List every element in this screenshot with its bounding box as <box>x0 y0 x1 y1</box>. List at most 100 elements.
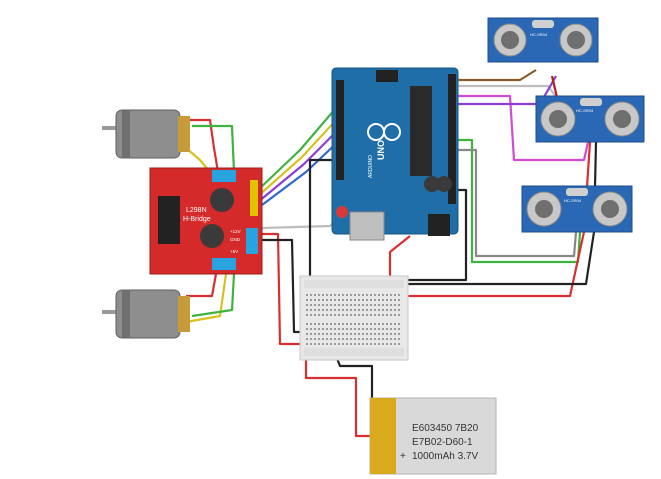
breadboard-hole <box>314 299 316 301</box>
microcontroller <box>410 86 432 176</box>
breadboard-hole <box>390 333 392 335</box>
breadboard-hole <box>358 314 360 316</box>
breadboard-hole <box>370 323 372 325</box>
breadboard-hole <box>318 343 320 345</box>
wire-motor2-red <box>186 273 218 298</box>
h-bridge-pins <box>250 180 258 216</box>
breadboard-hole <box>330 304 332 306</box>
breadboard-hole <box>362 328 364 330</box>
breadboard-hole <box>378 314 380 316</box>
sensor-1-transducer-right-inner <box>567 31 585 49</box>
breadboard-hole <box>386 333 388 335</box>
breadboard-hole <box>398 314 400 316</box>
breadboard-hole <box>318 333 320 335</box>
breadboard-hole <box>326 309 328 311</box>
breadboard-hole <box>398 343 400 345</box>
breadboard-hole <box>346 343 348 345</box>
breadboard-hole <box>334 328 336 330</box>
sensor-3-crystal <box>566 188 588 196</box>
breadboard-hole <box>390 343 392 345</box>
breadboard-hole <box>386 328 388 330</box>
motor-bottom-shaft <box>102 310 120 314</box>
breadboard-hole <box>314 338 316 340</box>
breadboard-hole <box>362 294 364 296</box>
breadboard-hole <box>374 299 376 301</box>
breadboard-hole <box>386 323 388 325</box>
breadboard-hole <box>394 323 396 325</box>
battery-line-3: 1000mAh 3.7V <box>412 451 478 462</box>
arduino-logo: UNO ARDUINO <box>367 123 401 178</box>
header-right <box>448 74 456 204</box>
sensor-2-transducer-right-inner <box>613 110 631 128</box>
wire-motor1-red <box>186 118 220 173</box>
sensor-2-crystal <box>580 98 602 106</box>
breadboard-hole <box>398 333 400 335</box>
breadboard-hole <box>366 343 368 345</box>
breadboard-hole <box>398 294 400 296</box>
motor-bottom-band <box>122 290 130 338</box>
breadboard-rail-bottom <box>304 348 404 356</box>
breadboard-hole <box>314 323 316 325</box>
breadboard-hole <box>390 328 392 330</box>
breadboard-hole <box>358 333 360 335</box>
icsp-header <box>376 70 398 82</box>
breadboard-hole <box>334 294 336 296</box>
arduino-uno: UNO ARDUINO <box>331 67 459 241</box>
breadboard-hole <box>314 294 316 296</box>
breadboard-hole <box>306 328 308 330</box>
breadboard-hole <box>330 333 332 335</box>
breadboard-hole <box>354 294 356 296</box>
breadboard-hole <box>346 333 348 335</box>
breadboard-hole <box>322 333 324 335</box>
motor-top-band <box>122 110 130 158</box>
breadboard-hole <box>326 338 328 340</box>
breadboard-hole <box>306 309 308 311</box>
breadboard-hole <box>306 323 308 325</box>
breadboard-hole <box>358 309 360 311</box>
pin-12v-label: +12V <box>230 229 241 234</box>
wire-sensor-brown <box>458 69 537 82</box>
breadboard-hole <box>310 304 312 306</box>
wire-sensor-gray <box>448 148 578 258</box>
capacitor-2 <box>200 224 224 248</box>
h-bridge-board <box>149 167 263 275</box>
capacitor-b <box>436 176 452 192</box>
sensor-2-transducer-left-inner <box>549 110 567 128</box>
breadboard-hole <box>314 314 316 316</box>
breadboard-hole <box>386 294 388 296</box>
breadboard-hole <box>326 304 328 306</box>
sensor-1-model: HC-SR04 <box>530 32 548 37</box>
breadboard-hole <box>374 309 376 311</box>
breadboard-hole <box>382 333 384 335</box>
breadboard-hole <box>306 314 308 316</box>
capacitor-a <box>424 176 440 192</box>
breadboard-hole <box>310 338 312 340</box>
wire-motor2-yellow <box>185 273 228 324</box>
breadboard-hole <box>354 299 356 301</box>
breadboard-hole <box>370 294 372 296</box>
breadboard-hole <box>354 309 356 311</box>
breadboard-hole <box>346 304 348 306</box>
breadboard-hole <box>374 314 376 316</box>
breadboard-hole <box>334 299 336 301</box>
breadboard-hole <box>338 328 340 330</box>
breadboard-hole <box>366 333 368 335</box>
breadboard-hole <box>354 338 356 340</box>
breadboard-holes <box>306 294 400 345</box>
breadboard-hole <box>318 294 320 296</box>
breadboard-hole <box>366 323 368 325</box>
motor-bottom <box>102 289 190 339</box>
breadboard-hole <box>354 343 356 345</box>
breadboard-hole <box>326 328 328 330</box>
pin-gnd-label: GND <box>230 237 241 242</box>
breadboard-hole <box>386 299 388 301</box>
reset-button <box>336 206 348 218</box>
breadboard-hole <box>322 323 324 325</box>
breadboard-hole <box>370 299 372 301</box>
sensor-3-transducer-left-inner <box>535 200 553 218</box>
breadboard-hole <box>326 333 328 335</box>
breadboard-hole <box>322 309 324 311</box>
breadboard-hole <box>350 338 352 340</box>
breadboard-hole <box>330 343 332 345</box>
terminal-bottom <box>212 258 236 270</box>
